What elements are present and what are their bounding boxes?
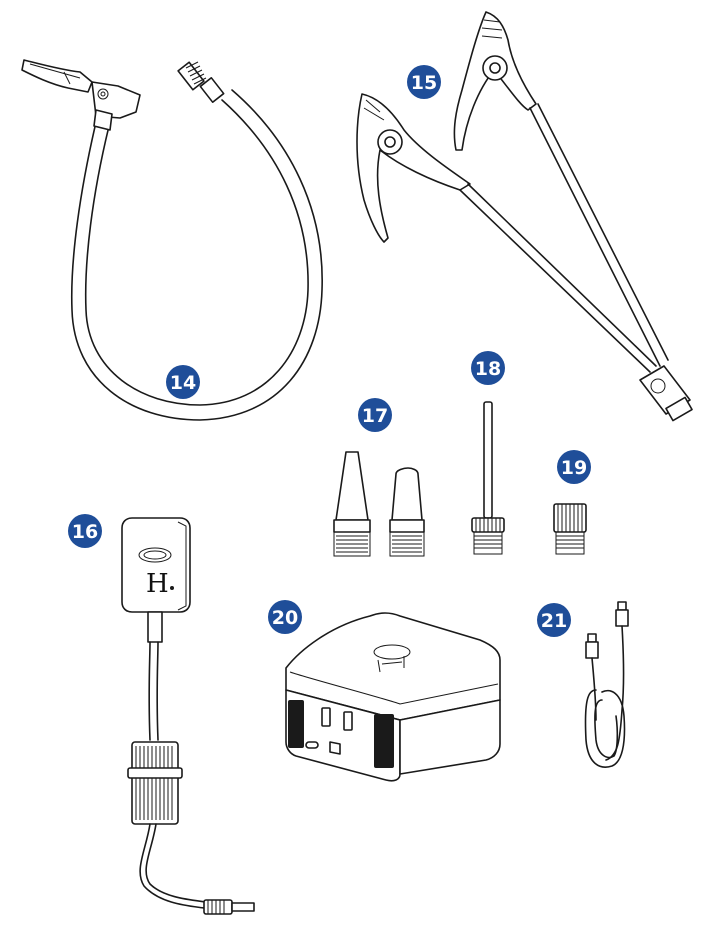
callout-label-19: 19 [561,457,587,479]
callout-label-14: 14 [170,372,196,394]
dc-cable-icon [584,601,629,768]
callout-14: 14 [166,365,200,399]
callout-21: 21 [537,603,571,637]
callout-label-21: 21 [541,610,567,632]
callout-19: 19 [557,450,591,484]
charger-logo: H [146,569,169,599]
callout-badge-16 [68,514,102,548]
callout-badge-17 [358,398,392,432]
air-hose-icon [21,59,323,421]
callout-label-20: 20 [272,607,298,629]
jumper-clamps-icon [356,11,693,422]
callout-badge-18 [471,351,505,385]
nozzle-adapters-icon [333,451,425,557]
callout-17: 17 [358,398,392,432]
callout-badge-20 [268,600,302,634]
callout-label-17: 17 [362,405,388,427]
callout-label-15: 15 [411,72,437,94]
callout-15: 15 [407,65,441,99]
wall-charger-icon: H [121,517,255,915]
callout-badge-15 [407,65,441,99]
callout-16: 16 [68,514,102,548]
callout-badge-19 [557,450,591,484]
inverter-outlet-icon [285,612,501,782]
callout-18: 18 [471,351,505,385]
callout-20: 20 [268,600,302,634]
callout-label-16: 16 [72,521,98,543]
callout-badge-14 [166,365,200,399]
callout-badge-21 [537,603,571,637]
valve-adapter-icon [553,503,587,555]
ball-needle-icon [471,401,505,555]
callout-label-18: 18 [475,358,501,380]
